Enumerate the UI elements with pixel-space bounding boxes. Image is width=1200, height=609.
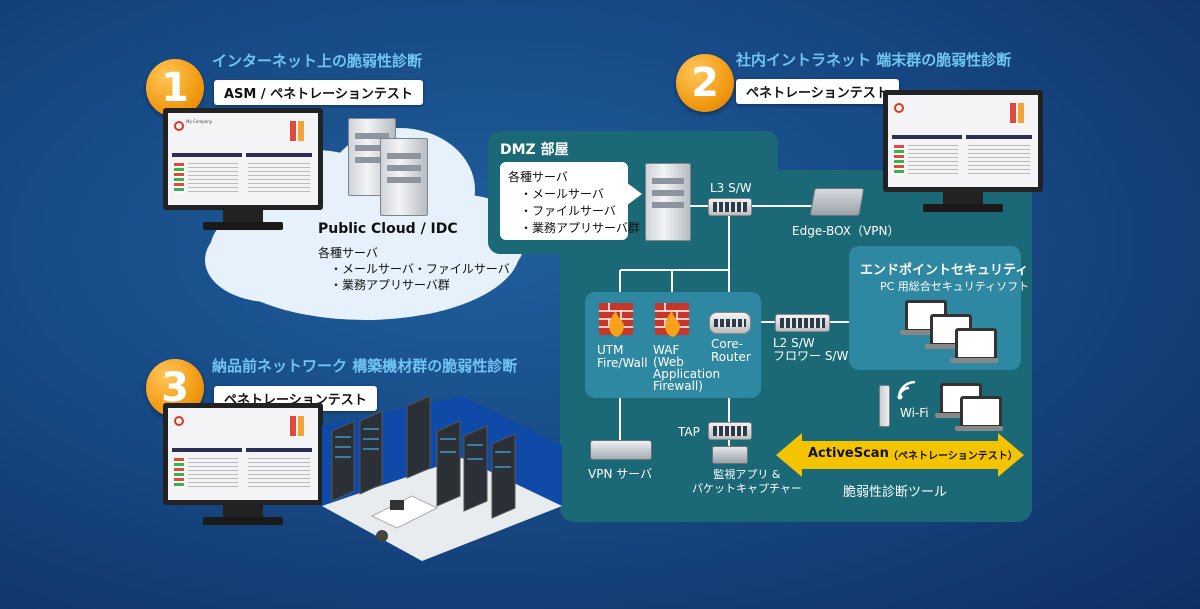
dmz-line-4: ・業務アプリサーバ群 xyxy=(520,221,640,235)
wifi-laptop-2 xyxy=(960,396,1002,428)
cloud-line-1: 各種サーバ xyxy=(318,246,378,260)
waf-label: WAF (Web Application Firewall) xyxy=(653,343,721,393)
dmz-line-3: ・ファイルサーバ xyxy=(520,204,616,218)
utm-label: UTM Fire/Wall xyxy=(597,343,648,370)
vpn-server xyxy=(590,440,652,460)
vpn-server-label: VPN サーバ xyxy=(588,467,653,481)
monitor-1: My Company xyxy=(163,108,323,232)
l2-label: L2 S/W フロワー S/W xyxy=(773,336,849,363)
waf-firewall-icon xyxy=(655,303,689,337)
activescan-caption: 脆弱性診断ツール xyxy=(843,485,948,500)
section-1-tag: ASM / ペネトレーションテスト xyxy=(214,80,423,105)
laptop-3 xyxy=(955,328,997,360)
dmz-server xyxy=(645,163,691,241)
section-2-title: 社内イントラネット 端末群の脆弱性診断 xyxy=(736,51,1012,69)
wifi-label: Wi-Fi xyxy=(900,406,929,420)
cloud-title: Public Cloud / IDC xyxy=(318,221,458,237)
utm-firewall-icon xyxy=(599,303,633,337)
core-router-label: Core- Router xyxy=(711,337,751,364)
dmz-line-1: 各種サーバ xyxy=(508,170,568,184)
dmz-bubble xyxy=(500,162,628,240)
activescan-arrow xyxy=(776,433,1024,477)
l3-label: L3 S/W xyxy=(710,181,752,195)
activescan-label: ActiveScan xyxy=(808,446,889,461)
activescan-sub: （ペネトレーションテスト） xyxy=(888,451,1018,462)
section-2-tag: ペネトレーションテスト xyxy=(736,79,899,104)
monitor-app-label: 監視アプリ & パケットキャプチャー xyxy=(692,468,802,495)
edge-box-label: Edge-BOX（VPN） xyxy=(792,224,900,238)
dmz-line-2: ・メールサーバ xyxy=(520,187,604,201)
section-1-number: 1 xyxy=(146,59,204,117)
core-router xyxy=(709,312,751,334)
edge-box xyxy=(809,188,865,216)
monitor-app-server xyxy=(712,446,748,464)
bubble-pointer xyxy=(626,182,642,206)
section-1-title: インターネット上の脆弱性診断 xyxy=(212,52,423,70)
monitor-2 xyxy=(883,90,1043,214)
l3-switch xyxy=(708,198,752,216)
section-2-number: 2 xyxy=(676,54,734,112)
endpoint-subtitle: PC 用総合セキュリティソフト xyxy=(880,280,1030,293)
cloud-line-3: ・業務アプリサーバ群 xyxy=(330,278,450,292)
tap-device xyxy=(708,422,752,440)
screen-label: My Company xyxy=(186,119,213,124)
endpoint-title: エンドポイントセキュリティ xyxy=(860,263,1029,278)
dmz-title: DMZ 部屋 xyxy=(500,142,569,158)
wifi-access-point xyxy=(879,385,890,427)
cloud-line-2: ・メールサーバ・ファイルサーバ xyxy=(330,262,510,276)
monitor-3 xyxy=(163,403,323,527)
server-room-illustration xyxy=(322,396,562,561)
l2-switch xyxy=(775,314,830,332)
section-3-title: 納品前ネットワーク 構築機材群の脆弱性診断 xyxy=(212,357,518,375)
cloud-server-front xyxy=(380,138,428,216)
tap-label: TAP xyxy=(678,425,700,439)
wifi-icon xyxy=(897,380,916,400)
